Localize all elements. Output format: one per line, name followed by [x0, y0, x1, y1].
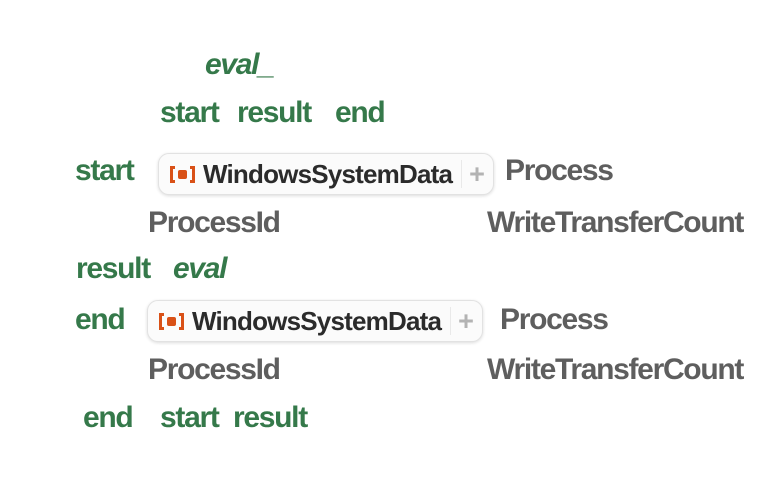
- variable-start: start: [75, 154, 135, 187]
- bracket-left-icon: [170, 165, 175, 183]
- string-process: Process: [500, 303, 609, 336]
- local-start: start: [160, 96, 220, 129]
- return-result: result: [233, 401, 308, 434]
- pattern-eval: eval_: [205, 48, 275, 81]
- bracket-right-icon: [190, 165, 195, 183]
- plus-icon[interactable]: +: [458, 305, 474, 336]
- string-process-id: ProcessId: [148, 353, 281, 386]
- square-icon: [178, 169, 187, 179]
- resource-function-icon: [170, 165, 195, 183]
- string-write-transfer-count: WriteTransferCount: [487, 353, 744, 386]
- local-result: result: [237, 96, 312, 129]
- bracket-left-icon: [159, 312, 164, 330]
- resource-function-label: WindowsSystemData: [203, 158, 453, 189]
- variable-end: end: [75, 303, 126, 336]
- return-end: end: [83, 401, 134, 434]
- string-write-transfer-count: WriteTransferCount: [487, 206, 744, 239]
- string-process-id: ProcessId: [148, 206, 281, 239]
- bracket-right-icon: [179, 312, 184, 330]
- value-eval: eval: [173, 252, 228, 285]
- resource-function-label: WindowsSystemData: [192, 305, 442, 336]
- resource-function-icon: [159, 312, 184, 330]
- string-process: Process: [505, 154, 614, 187]
- button-divider: [450, 307, 452, 335]
- resource-function-button[interactable]: WindowsSystemData +: [158, 153, 494, 195]
- button-divider: [461, 160, 463, 188]
- variable-result: result: [76, 252, 151, 285]
- square-icon: [167, 316, 176, 326]
- resource-function-button[interactable]: WindowsSystemData +: [147, 300, 483, 342]
- plus-icon[interactable]: +: [469, 158, 485, 189]
- return-start: start: [160, 401, 220, 434]
- local-end: end: [335, 96, 386, 129]
